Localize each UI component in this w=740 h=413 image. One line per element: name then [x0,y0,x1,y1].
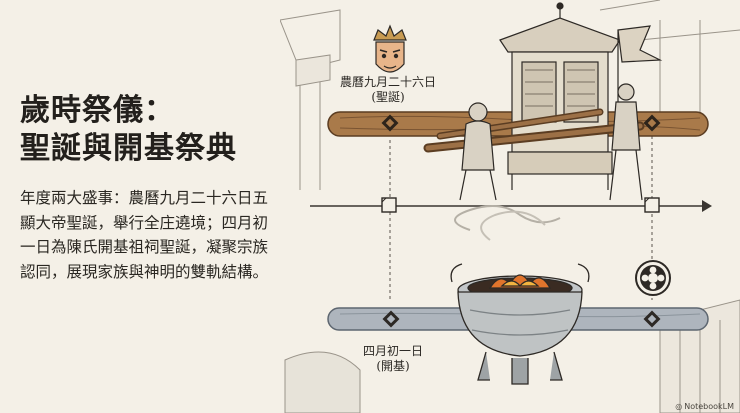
illustration [280,0,740,413]
background-architecture [280,0,740,413]
clan-crest-icon [635,260,671,296]
title-line-2: 聖誕與開基祭典 [20,131,237,166]
credit-text: NotebookLM [684,402,734,411]
bearers [459,83,643,201]
text-panel: 歲時祭儀： 聖誕與開基祭典 年度兩大盛事：農曆九月二十六日五顯大帝聖誕，舉行全庄… [0,0,290,413]
lower-date-label: 四月初一日 (開基) [343,344,443,374]
lower-date-note: (開基) [376,359,410,373]
upper-date: 農曆九月二十六日 [339,75,436,89]
incense-burner-icon [450,205,590,385]
timeline-node-upper [381,197,397,213]
slide-title: 歲時祭儀： 聖誕與開基祭典 [20,92,237,168]
upper-date-note: (聖誕) [371,90,405,104]
title-line-1: 歲時祭儀： [20,93,175,128]
timeline-axis [310,130,712,300]
lower-date: 四月初一日 [362,344,423,358]
deity-mask-icon [373,24,407,73]
credit-watermark: ◎NotebookLM [675,402,734,411]
notebook-logo-icon: ◎ [675,402,683,411]
palanquin-icon [499,2,663,190]
description-text: 年度兩大盛事：農曆九月二十六日五顯大帝聖誕，舉行全庄遶境；四月初一日為陳氏開基祖… [20,189,269,281]
upper-date-label: 農曆九月二十六日 (聖誕) [328,75,448,105]
timeline-node-lower [644,197,660,213]
